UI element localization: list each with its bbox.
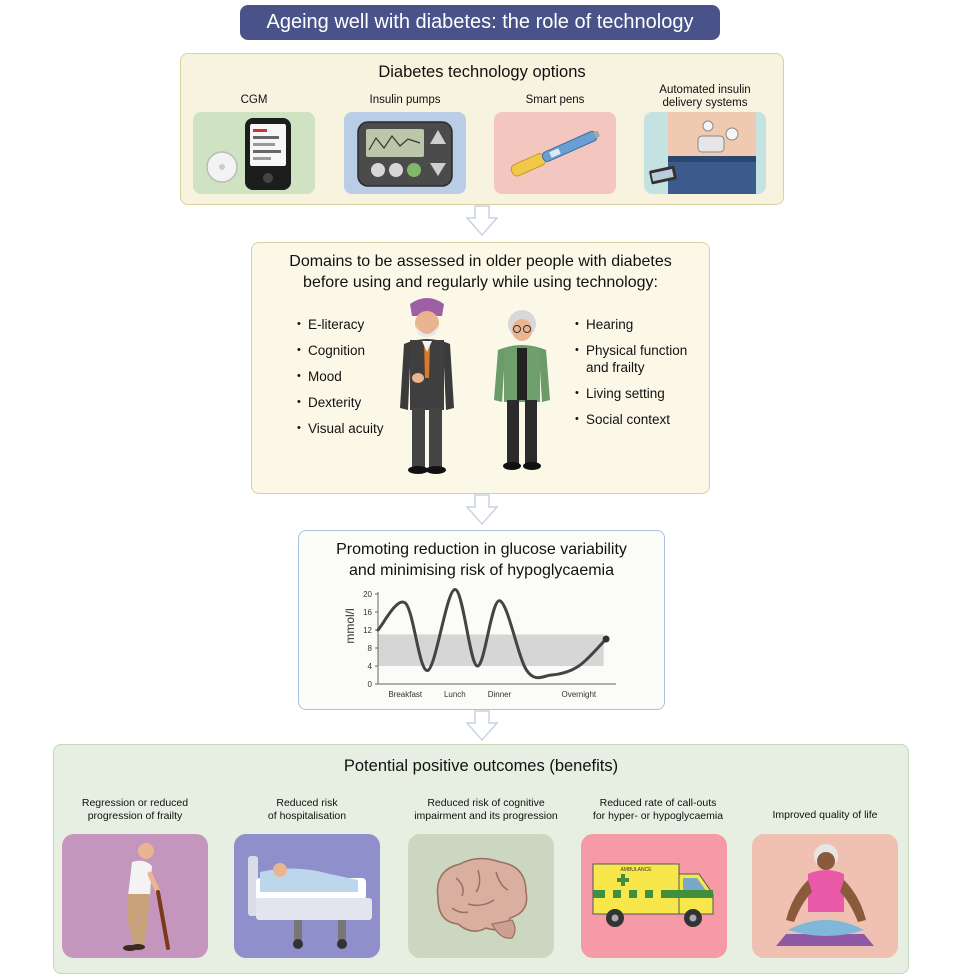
aid-systems-tile: [644, 112, 766, 194]
y-tick-label: 12: [363, 626, 372, 635]
callouts-tile: AMBULANCE: [581, 834, 727, 958]
outcome-label-line1: Reduced risk of cognitive: [427, 797, 545, 809]
x-tick-label: Dinner: [488, 690, 512, 699]
brain-icon: [408, 834, 554, 958]
domain-item: Social context: [575, 411, 700, 428]
outcome-label-quality-of-life: Improved quality of life: [752, 809, 898, 822]
y-tick-label: 16: [363, 608, 372, 617]
arrow-1: [465, 205, 499, 237]
glucose-series-line: [376, 587, 608, 680]
y-axis-label: mmol/l: [343, 608, 357, 643]
meditating-woman-icon: [752, 834, 898, 958]
y-tick-label: 20: [363, 590, 372, 599]
insulin-pump-tile: [344, 112, 466, 194]
x-tick-label: Lunch: [444, 690, 466, 699]
domain-item: Physical function and frailty: [575, 342, 700, 376]
ambulance-lettering: AMBULANCE: [620, 867, 652, 873]
glucose-heading: Promoting reduction in glucose variabili…: [299, 539, 664, 581]
outcomes-heading: Potential positive outcomes (benefits): [343, 757, 619, 775]
insulin-pumps-label: Insulin pumps: [369, 94, 441, 106]
y-tick-label: 8: [368, 644, 373, 653]
domain-item: Visual acuity: [297, 420, 407, 437]
assessment-domains-heading-line2: before using and regularly while using t…: [303, 274, 658, 291]
older-man-figure: [400, 298, 454, 474]
cognition-tile: [408, 834, 554, 958]
outcome-label-line1: Reduced risk: [276, 797, 338, 809]
arrow-2: [465, 494, 499, 526]
outcome-label-cognition: Reduced risk of cognitive impairment and…: [400, 797, 572, 823]
outcome-label-line1: Reduced rate of call-outs: [599, 797, 717, 809]
glucose-heading-line2: and minimising risk of hypoglycaemia: [349, 562, 614, 579]
domain-item: Cognition: [297, 342, 407, 359]
domains-list-left: E-literacy Cognition Mood Dexterity Visu…: [297, 316, 407, 446]
outcome-label-line1: Improved quality of life: [772, 809, 878, 821]
domain-item: Dexterity: [297, 394, 407, 411]
outcome-label-line2: progression of frailty: [87, 810, 183, 822]
aid-system-icon: [644, 112, 766, 194]
arrow-3: [465, 710, 499, 742]
outcome-label-frailty: Regression or reduced progression of fra…: [62, 797, 208, 823]
glucose-variability-panel: Promoting reduction in glucose variabili…: [298, 530, 665, 710]
outcome-label-hospitalisation: Reduced risk of hospitalisation: [234, 797, 380, 823]
x-tick-label: Overnight: [561, 690, 596, 699]
hospital-bed-icon: [234, 834, 380, 958]
technology-options-heading: Diabetes technology options: [378, 63, 586, 81]
frailty-tile: [62, 834, 208, 958]
smart-pen-icon: [494, 112, 616, 194]
cgm-device-icon: [193, 112, 315, 194]
domain-item: E-literacy: [297, 316, 407, 333]
insulin-pump-icon: [344, 112, 466, 194]
assessment-domains-heading: Domains to be assessed in older people w…: [252, 251, 709, 293]
x-ticks: Breakfast Lunch Dinner Overnight: [388, 690, 597, 699]
y-tick-label: 0: [368, 680, 373, 689]
domains-list-right: Hearing Physical function and frailty Li…: [575, 316, 700, 437]
domain-item: Hearing: [575, 316, 700, 333]
cgm-label: CGM: [240, 94, 268, 106]
quality-of-life-tile: [752, 834, 898, 958]
ambulance-icon: AMBULANCE: [581, 834, 727, 958]
outcome-label-line2: of hospitalisation: [267, 810, 347, 822]
smart-pen-tile: [494, 112, 616, 194]
glucose-end-point: [602, 635, 610, 643]
cgm-tile: [193, 112, 315, 194]
elderly-cane-icon: [62, 834, 208, 958]
domain-item: Mood: [297, 368, 407, 385]
aid-systems-label: Automated insulin delivery systems: [659, 84, 751, 109]
glucose-heading-line1: Promoting reduction in glucose variabili…: [336, 541, 627, 558]
y-tick-label: 4: [368, 662, 373, 671]
assessment-domains-heading-line1: Domains to be assessed in older people w…: [289, 253, 672, 270]
older-woman-figure: [494, 310, 550, 470]
outcome-label-line2: for hyper- or hypoglycaemia: [592, 810, 724, 822]
x-tick-label: Breakfast: [388, 690, 423, 699]
smart-pens-label: Smart pens: [525, 94, 585, 106]
outcome-label-callouts: Reduced rate of call-outs for hyper- or …: [572, 797, 744, 823]
outcome-label-line2: impairment and its progression: [414, 810, 558, 822]
target-range-band: [378, 634, 604, 666]
y-ticks: 0 4 8 12 16 20: [363, 590, 378, 689]
hospitalisation-tile: [234, 834, 380, 958]
page-title: Ageing well with diabetes: the role of t…: [240, 5, 720, 40]
domain-item: Living setting: [575, 385, 700, 402]
outcome-label-line1: Regression or reduced: [81, 797, 189, 809]
